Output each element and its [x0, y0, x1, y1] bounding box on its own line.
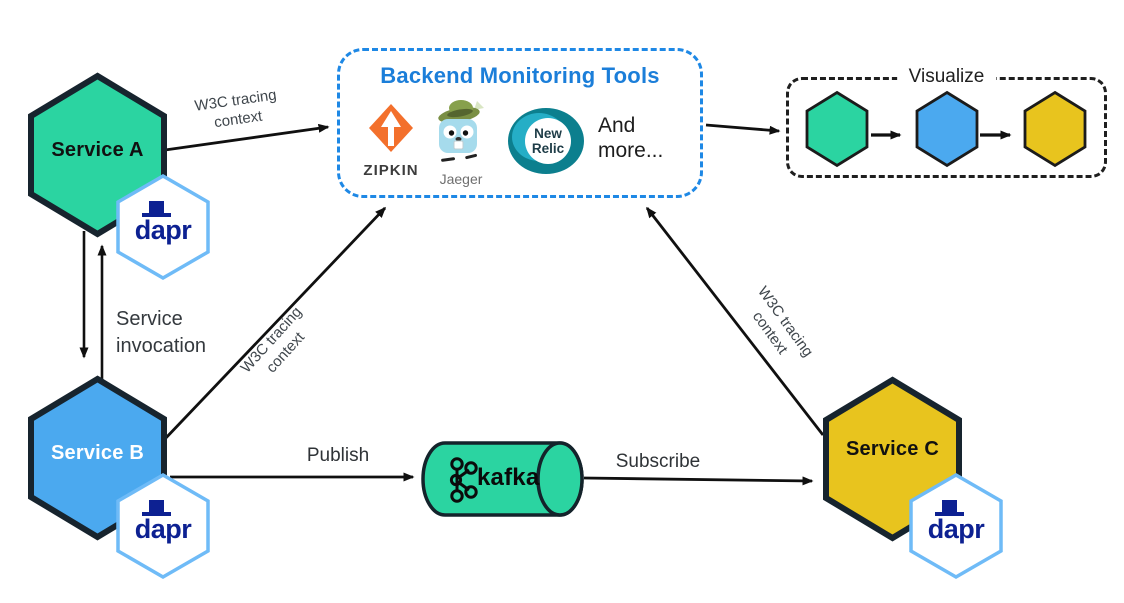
newrelic-icon: New Relic: [508, 108, 584, 174]
dapr-hexagon: [116, 173, 210, 281]
dapr-hat-brim: [142, 512, 171, 516]
visualize-title: Visualize: [896, 66, 997, 88]
visualize-hexagon-blue: [915, 90, 979, 168]
dapr-logo: dapr: [134, 514, 192, 544]
kafka-label: kafka: [477, 464, 540, 491]
zipkin-logo-block: ZIPKIN: [356, 103, 426, 179]
newrelic-text-line2: Relic: [532, 141, 565, 156]
arrow-c-to-monitoring: [645, 206, 825, 436]
arrow-monitoring-to-visualize: [705, 123, 781, 135]
newrelic-logo-block: New Relic: [506, 107, 586, 182]
monitoring-title: Backend Monitoring Tools: [380, 63, 660, 88]
newrelic-text-line1: New: [534, 126, 562, 141]
dapr-hat-icon: [942, 500, 957, 513]
dapr-hat-icon: [149, 500, 164, 513]
dapr-logo: dapr: [927, 514, 985, 544]
publish-label: Publish: [306, 445, 370, 466]
service-b-label: Service B: [51, 442, 144, 464]
kafka-icon: [449, 457, 478, 503]
dapr-badge-c: dapr: [906, 472, 1006, 580]
dapr-hat-brim: [142, 213, 171, 217]
dapr-hat-brim: [935, 512, 964, 516]
service-c-node: Service C: [820, 376, 965, 542]
zipkin-icon: [369, 104, 413, 152]
visualize-hexagon-green: [805, 90, 869, 168]
service-a-label: Service A: [51, 139, 144, 161]
dapr-hexagon: [909, 472, 1003, 580]
service-invocation-label: Service invocation: [116, 306, 206, 360]
zipkin-label: ZIPKIN: [363, 162, 419, 179]
invocation-line2: invocation: [116, 335, 207, 357]
backend-monitoring-box: Backend Monitoring Tools ZIPKIN: [337, 48, 703, 198]
dapr-hexagon: [116, 472, 210, 580]
and-more-text: And more...: [598, 113, 698, 163]
arrow-subscribe: [583, 476, 814, 486]
jaeger-icon: [438, 100, 484, 162]
dapr-badge-a: dapr: [113, 173, 213, 281]
dapr-hat-icon: [149, 201, 164, 214]
jaeger-logo-block: Jaeger: [428, 99, 494, 187]
service-c-label: Service C: [846, 438, 939, 460]
arrow-b-to-monitoring: [161, 206, 387, 442]
dapr-logo: dapr: [134, 215, 192, 245]
invocation-line1: Service: [116, 308, 183, 330]
dapr-badge-b: dapr: [113, 472, 213, 580]
and-more-line2: more...: [598, 139, 664, 163]
and-more-line1: And: [598, 114, 636, 137]
visualize-box: Visualize: [786, 66, 1107, 178]
subscribe-label: Subscribe: [615, 451, 701, 472]
arrow-a-to-monitoring: [164, 123, 330, 152]
jaeger-label: Jaeger: [439, 171, 483, 187]
visualize-hexagon-yellow: [1023, 90, 1087, 168]
